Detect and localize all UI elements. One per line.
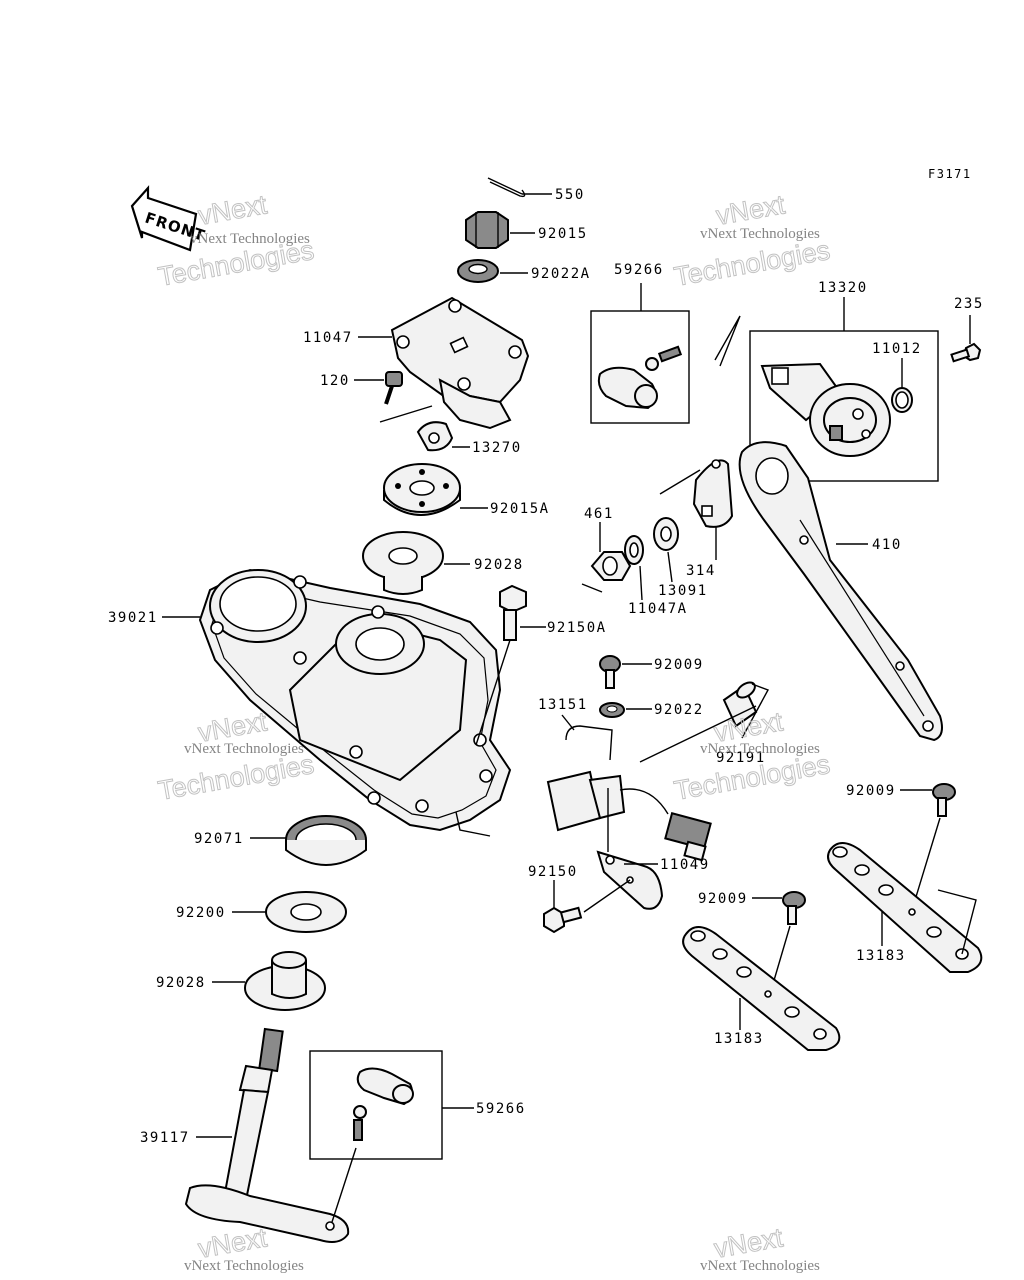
label-13320: 13320 bbox=[818, 280, 868, 296]
steering-bracket-icon bbox=[390, 296, 530, 430]
svg-text:vNext: vNext bbox=[714, 189, 788, 231]
svg-text:Technologies: Technologies bbox=[156, 749, 316, 806]
label-13183-right: 13183 bbox=[856, 948, 906, 964]
long-bolt-icon bbox=[499, 584, 527, 641]
label-120: 120 bbox=[320, 373, 350, 389]
front-arrow-icon: FRONT bbox=[130, 185, 208, 252]
label-13270: 13270 bbox=[472, 440, 522, 456]
label-92009-c: 92009 bbox=[698, 891, 748, 907]
screw-a-icon bbox=[599, 655, 621, 689]
svg-text:vNext Technologies: vNext Technologies bbox=[184, 741, 304, 757]
label-92071: 92071 bbox=[194, 831, 244, 847]
label-92022: 92022 bbox=[654, 702, 704, 718]
cotter-pin-icon bbox=[487, 177, 526, 198]
label-13151: 13151 bbox=[538, 697, 588, 713]
ball-joint-box-top bbox=[590, 310, 690, 424]
flange-bolt-icon bbox=[543, 906, 583, 934]
washer-icon bbox=[457, 259, 499, 283]
steering-shaft-icon bbox=[184, 1027, 350, 1243]
rubber-bushing-icon bbox=[383, 463, 461, 516]
label-92015a: 92015A bbox=[490, 501, 550, 517]
link-plate-left-icon bbox=[682, 926, 841, 1051]
label-13091: 410 bbox=[872, 537, 902, 553]
label-11047a: 314 bbox=[686, 563, 716, 579]
screw-b-icon bbox=[932, 783, 956, 817]
label-59266-top: 59266 bbox=[614, 262, 664, 278]
label-410: 13091 bbox=[658, 583, 708, 599]
diagram-code: F3171 bbox=[928, 167, 972, 181]
label-11049: 11049 bbox=[660, 857, 710, 873]
svg-text:vNext Technologies: vNext Technologies bbox=[700, 1258, 820, 1274]
spacer-collar-icon bbox=[722, 681, 758, 728]
steering-housing-icon bbox=[198, 568, 512, 832]
ball-joint-top-icon bbox=[597, 345, 683, 410]
label-39021: 39021 bbox=[108, 610, 158, 626]
hex-nut-icon bbox=[590, 551, 632, 581]
link-plate-right-icon bbox=[827, 842, 983, 973]
ball-joint-box-bottom bbox=[309, 1050, 443, 1160]
collar-icon bbox=[362, 531, 444, 595]
flat-washer-icon bbox=[265, 891, 347, 933]
label-92028-top: 92028 bbox=[474, 557, 524, 573]
label-59266-bottom: 59266 bbox=[476, 1101, 526, 1117]
svg-text:vNext: vNext bbox=[196, 189, 270, 231]
label-11047: 11047 bbox=[303, 330, 353, 346]
screw-c-icon bbox=[782, 891, 806, 925]
lock-washer-icon bbox=[624, 535, 644, 565]
o-ring-icon bbox=[891, 387, 913, 413]
lever-assembly-icon bbox=[760, 362, 891, 457]
label-92028-bottom: 92028 bbox=[156, 975, 206, 991]
label-92150: 92150 bbox=[528, 864, 578, 880]
steering-arm-icon bbox=[738, 441, 943, 742]
screw-235-icon bbox=[950, 342, 982, 363]
label-461: 11047A bbox=[628, 601, 688, 617]
label-92009-b: 92009 bbox=[846, 783, 896, 799]
label-39117: 39117 bbox=[140, 1130, 190, 1146]
sensor-wiring-icon bbox=[546, 725, 712, 862]
svg-text:vNext Technologies: vNext Technologies bbox=[700, 226, 820, 242]
small-washer-icon bbox=[599, 702, 625, 718]
oil-seal-icon bbox=[285, 815, 367, 866]
label-92200: 92200 bbox=[176, 905, 226, 921]
label-92150a: 92150A bbox=[547, 620, 607, 636]
ball-joint-bottom-icon bbox=[353, 1067, 414, 1141]
svg-text:vNext Technologies: vNext Technologies bbox=[700, 741, 820, 757]
ball-joint-clip-icon bbox=[416, 421, 454, 452]
label-235: 235 bbox=[954, 296, 984, 312]
plain-washer-icon bbox=[653, 517, 679, 551]
svg-text:vNext Technologies: vNext Technologies bbox=[184, 1258, 304, 1274]
mounting-plate-icon bbox=[692, 459, 734, 528]
label-11012: 11012 bbox=[872, 341, 922, 357]
svg-text:Technologies: Technologies bbox=[672, 235, 832, 292]
collar-bottom-icon bbox=[244, 951, 326, 1011]
castle-nut-icon bbox=[465, 211, 509, 249]
bolt-icon bbox=[384, 371, 403, 405]
label-92022a: 92022A bbox=[531, 266, 591, 282]
label-314: 461 bbox=[584, 506, 614, 522]
label-92009-a: 92009 bbox=[654, 657, 704, 673]
label-92015: 92015 bbox=[538, 226, 588, 242]
svg-text:vNext Technologies: vNext Technologies bbox=[190, 231, 310, 247]
label-550: 550 bbox=[555, 187, 585, 203]
label-13183-left: 13183 bbox=[714, 1031, 764, 1047]
label-92191: 92191 bbox=[716, 750, 766, 766]
